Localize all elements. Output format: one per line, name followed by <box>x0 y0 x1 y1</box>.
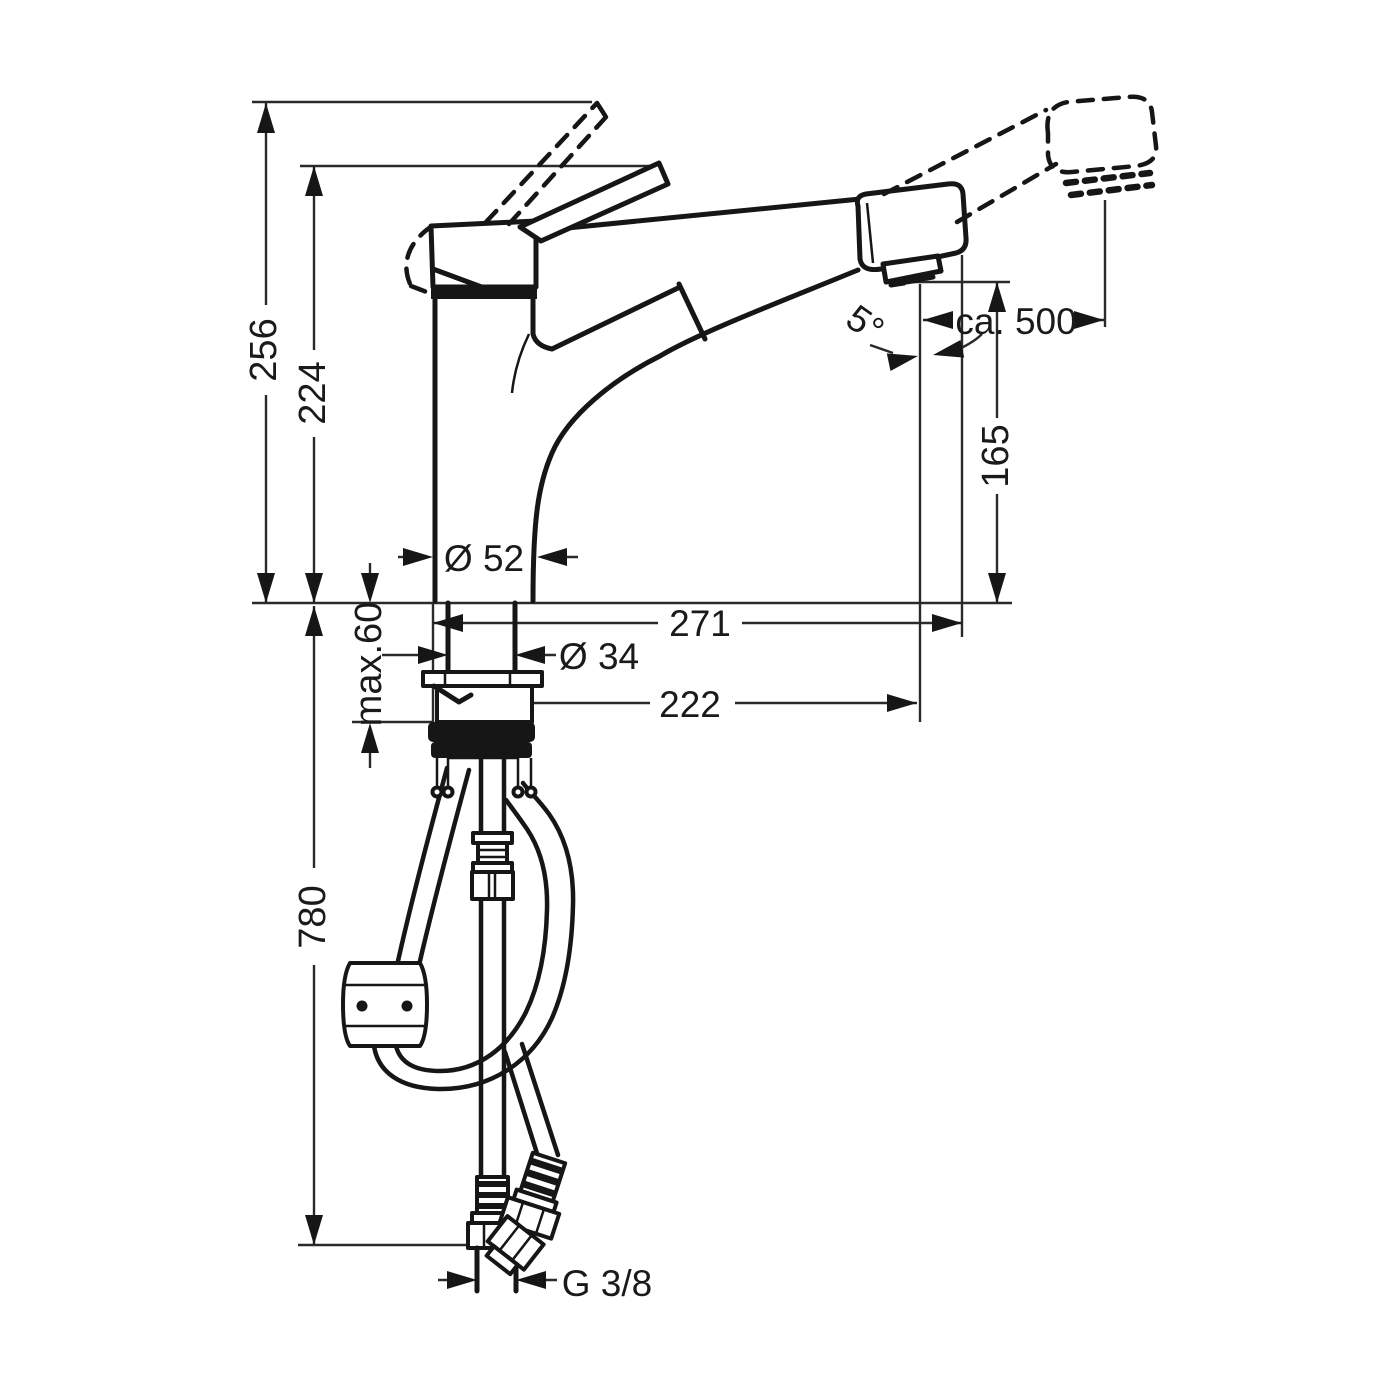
spray-head-seam <box>865 202 875 264</box>
label-outlet-angle: 5° <box>839 297 891 351</box>
hose-coupler-upper <box>470 831 515 901</box>
label-max-deck-thickness: max.60 <box>348 602 390 727</box>
label-reach: 271 <box>669 603 731 644</box>
body-and-spout <box>432 196 863 604</box>
weight-screw <box>356 1000 368 1012</box>
label-hose-length: 780 <box>292 885 334 948</box>
supply-hose-vertical <box>478 739 507 1180</box>
pullout-head-face-dashed <box>1062 169 1156 199</box>
supply-hose-angled <box>502 1041 561 1169</box>
label-base-diameter: Ø 52 <box>444 538 524 579</box>
dimension-labels: 256 224 780 max.60 165 ca. 500 5° Ø 52 2… <box>243 297 1077 1304</box>
label-pullout-extension: ca. 500 <box>955 301 1076 342</box>
weight-screw <box>401 1000 413 1012</box>
body-seam <box>510 333 531 394</box>
supply-fitting-angled <box>484 1150 568 1277</box>
under-counter-assembly <box>341 600 576 1294</box>
handle-raised-dashed <box>404 100 609 299</box>
label-total-height: 256 <box>243 318 285 381</box>
reference-lines <box>252 100 1107 1282</box>
handle-joint-band <box>431 288 537 299</box>
label-outlet-height: 165 <box>975 424 1017 487</box>
label-outlet-projection: 222 <box>659 684 721 725</box>
label-hole-diameter: Ø 34 <box>559 636 639 677</box>
dimension-lines <box>252 100 1107 1282</box>
handle-base-slant <box>430 266 490 292</box>
label-supply-thread: G 3/8 <box>562 1263 653 1304</box>
hose-loop-lower <box>371 780 576 1092</box>
pullout-head-dashed <box>1045 94 1159 175</box>
label-height-to-spout: 224 <box>292 361 334 424</box>
handle-lever <box>517 160 671 244</box>
mounting-hardware <box>421 600 544 799</box>
pullout-guides-dashed <box>881 107 1059 225</box>
lock-nut <box>428 722 535 742</box>
alternate-positions-dashed <box>404 94 1159 299</box>
aerator-face <box>880 253 944 285</box>
spray-head <box>854 181 969 272</box>
aerator-nozzles <box>888 274 936 288</box>
handle-base <box>428 218 539 290</box>
hose-weight <box>341 961 429 1048</box>
fixing-hook <box>431 683 474 705</box>
faucet-outline <box>428 160 969 604</box>
